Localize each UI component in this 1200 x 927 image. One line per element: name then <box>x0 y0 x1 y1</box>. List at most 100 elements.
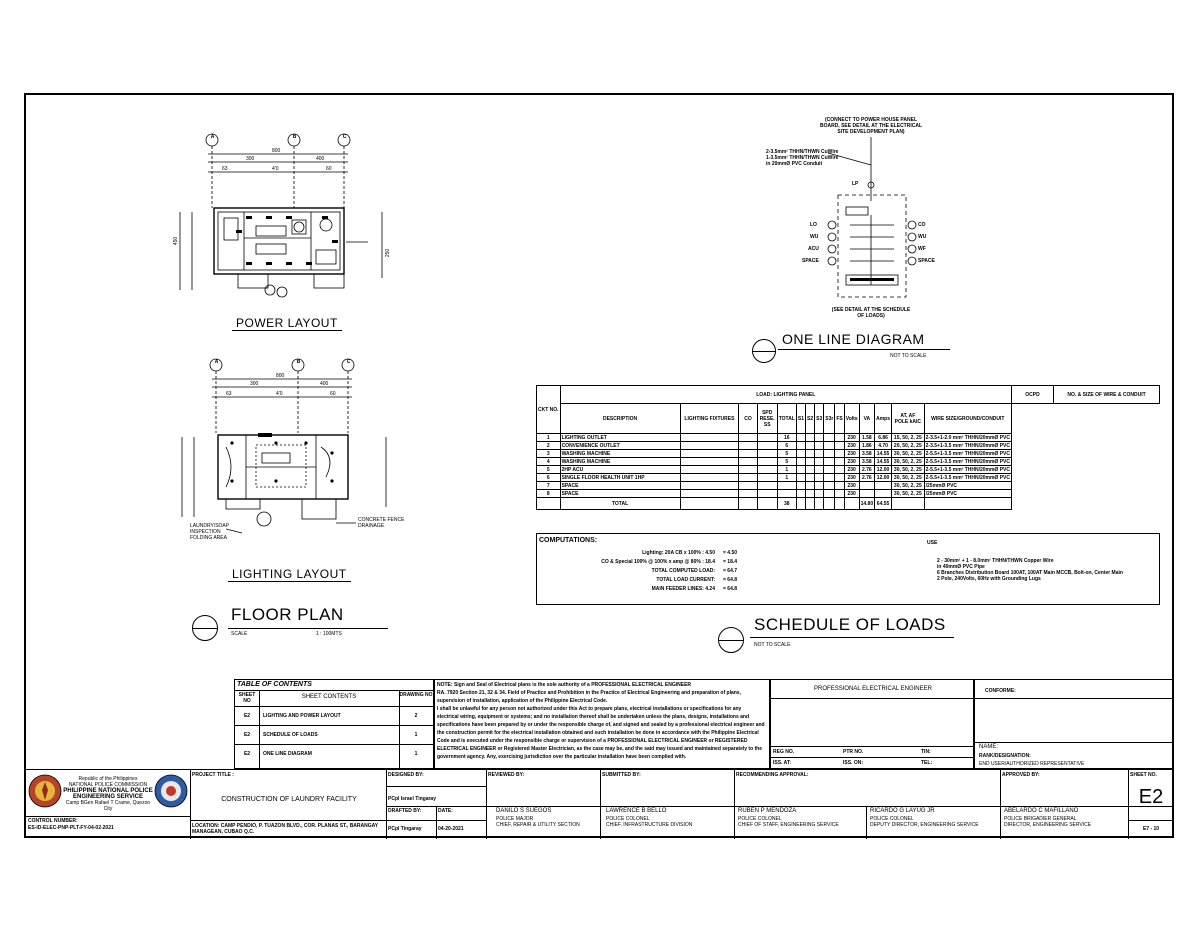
note-line: specifications have been prepared by or … <box>437 722 765 728</box>
schedule-cell-amps: 14.55 <box>874 457 893 466</box>
schedule-cell-amps: 12.00 <box>874 473 893 482</box>
schedule-cell-ocpd: 30, 50, 2, 25 <box>891 465 925 474</box>
power-dim-1: 300 <box>246 156 255 162</box>
schedule-cell-wire: /25mmØ PVC <box>923 481 1013 490</box>
note-line: RA. 7920 Section 21, 32 & 34. Field of P… <box>437 690 741 696</box>
approved-by-label: APPROVED BY: <box>1002 772 1040 778</box>
schedule-cell-total: 5 <box>776 457 797 466</box>
submitter-position: CHIEF, INFRASTRUCTURE DIVISION <box>606 822 693 828</box>
note-text: NOTE: Sign and Seal of Electrical plans … <box>437 682 767 762</box>
schedule-cell-no: 5 <box>536 465 561 474</box>
schedule-cell-amps: 4.70 <box>874 441 893 450</box>
toc-sheet: E2 <box>243 732 251 738</box>
floor-plan-title: FLOOR PLAN <box>231 605 344 624</box>
schedule-cell-amps <box>874 489 893 498</box>
schedule-cell-no: 1 <box>536 433 561 442</box>
schedule-cell-desc: LIGHTING OUTLET <box>559 433 681 442</box>
schedule-cell-total <box>776 481 797 490</box>
toc-head-drawing: DRAWING NO <box>399 692 433 698</box>
schedule-spd-head: SPD RESE. SS <box>756 403 778 434</box>
pee-title: PROFESSIONAL ELECTRICAL ENGINEER <box>814 686 932 692</box>
floor-plan-scale-value: 1 : 100MTS <box>316 631 342 637</box>
pee-issued-at: ISS. AT: <box>773 760 792 766</box>
pee-tel: TEL: <box>921 760 933 766</box>
sheet-of: E7 - 10 <box>1142 826 1160 832</box>
schedule-cell-volts: 230 <box>843 457 860 466</box>
schedule-cell-desc: SPACE <box>559 481 681 490</box>
toc-sheet: E2 <box>243 713 251 719</box>
computation-line: TOTAL LOAD CURRENT:= 64.8 <box>656 577 738 583</box>
lighting-grid-b: B <box>296 359 301 365</box>
schedule-cell-volts: 230 <box>843 433 860 442</box>
power-dim-2: 400 <box>316 156 325 162</box>
one-line-right-2: WU <box>918 234 927 240</box>
submitted-by-label: SUBMITTED BY: <box>602 772 641 778</box>
schedule-table: CKT NO. LOAD: LIGHTING PANEL OCPD NO. & … <box>536 385 1160 510</box>
schedule-cell-wire: /25mmØ PVC <box>923 489 1013 498</box>
project-title: CONSTRUCTION OF LAUNDRY FACILITY <box>221 796 357 803</box>
lighting-dim-2: 400 <box>320 381 329 387</box>
note-line: supervision of installation, application… <box>437 698 608 704</box>
toc-drawing: 2 <box>414 713 418 719</box>
schedule-cell-amps <box>874 481 893 490</box>
engineering-seal-icon <box>154 774 188 808</box>
schedule-cell-va: 1.86 <box>858 441 876 450</box>
schedule-cell-wire: 2-3.5+1-3.5 mm² THHN/20mmØ PVC <box>923 441 1013 450</box>
schedule-cell-total: 6 <box>776 441 797 450</box>
one-line-bottom-note: (SEE DETAIL AT THE SCHEDULE OF LOADS) <box>831 307 911 319</box>
schedule-cell-va: 1.58 <box>858 433 876 442</box>
toc-box: TABLE OF CONTENTS SHEET NO SHEET CONTENT… <box>234 679 434 769</box>
schedule-cell-wire: 2-3.5+1-2.0 mm² THHN/20mmØ PVC <box>923 433 1013 442</box>
approver-name: ABELARDO C MAFILLANO <box>1004 808 1079 814</box>
conforme-title: CONFORME: <box>985 688 1016 694</box>
schedule-cell-desc: WASHING MACHINE <box>559 457 681 466</box>
schedule-cell-wire: 2-5.5+1-3.5 mm² THHN/20mmØ PVC <box>923 457 1013 466</box>
schedule-cell-desc: SINGLE FLOOR HEALTH UNIT 1HP <box>559 473 681 482</box>
date-label: DATE: <box>438 808 453 814</box>
schedule-cell-total <box>776 489 797 498</box>
one-line-left-3: ACU <box>808 246 819 252</box>
note-line: the construction permit for the electric… <box>437 730 759 736</box>
schedule-cell-va: 3.58 <box>858 457 876 466</box>
agency-block: Republic of the Philippines NATIONAL POL… <box>26 770 190 816</box>
schedule-cell-amps: 6.86 <box>874 433 893 442</box>
pee-tin: TIN: <box>921 749 931 755</box>
recommending-label: RECOMMENDING APPROVAL: <box>736 772 809 778</box>
schedule-cell-volts: 230 <box>843 473 860 482</box>
submitter-name: LAWRENCE B BELLO <box>606 808 667 814</box>
schedule-cell-desc: 2HP ACU <box>559 465 681 474</box>
control-label: CONTROL NUMBER: <box>28 818 78 824</box>
toc-contents: ONE LINE DIAGRAM <box>263 751 312 757</box>
schedule-cell-desc: WASHING MACHINE <box>559 449 681 458</box>
note-line: Code and is executed under the responsib… <box>437 738 748 744</box>
schedule-cell-volts: 230 <box>843 449 860 458</box>
schedule-cell-total: 5 <box>776 449 797 458</box>
conforme-rep: END USER/AUTHORIZED REPRESENTATIVE <box>979 761 1085 767</box>
power-layout: A B C 800 300 400 63 4'0 60 450 250 POWE… <box>146 130 406 335</box>
power-dim-side: 450 <box>173 236 180 246</box>
schedule-cell-no: 3 <box>536 449 561 458</box>
lighting-layout-title: LIGHTING LAYOUT <box>228 567 351 582</box>
schedule-cell-no: 7 <box>536 481 561 490</box>
note-line: NOTE: Sign and Seal of Electrical plans … <box>437 682 692 688</box>
lighting-note-left: LAUNDRY/SOAP INSPECTION FOLDING AREA <box>190 523 230 541</box>
computation-line: TOTAL COMPUTED LOAD:= 64.7 <box>651 568 738 574</box>
power-grid-b: B <box>292 134 297 140</box>
schedule-load-head: LOAD: LIGHTING PANEL <box>559 385 1013 404</box>
computation-line: Lighting: 20A CB x 100% : 4.50= 4.50 <box>642 550 738 556</box>
computations-label: COMPUTATIONS: <box>539 537 598 544</box>
schedule-cell-volts: 230 <box>843 489 860 498</box>
schedule-ocpd-head: OCPD <box>1011 385 1054 404</box>
lighting-dim-1: 300 <box>250 381 259 387</box>
one-line-right-1: CO <box>918 222 926 228</box>
power-dim-total: 800 <box>272 148 281 154</box>
reviewer-name: DANILO S SUEGOS <box>496 808 552 814</box>
toc-contents: LIGHTING AND POWER LAYOUT <box>263 713 341 719</box>
recommender-1-name: RUBEN P MENDOZA <box>738 808 797 814</box>
pee-reg: REG NO. <box>773 749 795 755</box>
